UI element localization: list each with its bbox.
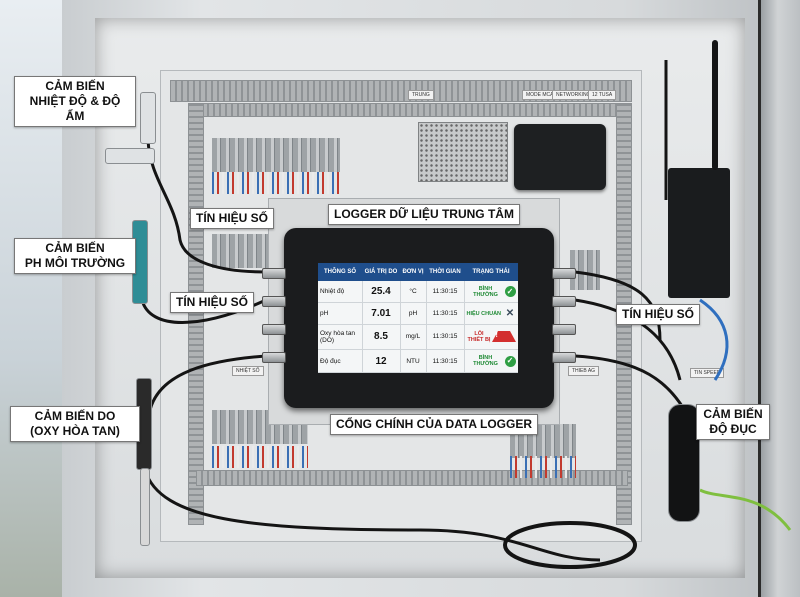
logger-screen: THÔNG SỐ GIÁ TRỊ DO ĐƠN VỊ THỜI GIAN TRẠ…	[318, 263, 518, 373]
row-unit: mg/L	[400, 324, 427, 351]
row-status-cell: HIỆU CHUẨN✕	[464, 302, 518, 325]
label-digital-signal-3: TÍN HIỆU SỐ	[616, 304, 701, 325]
terminal-block-top	[212, 138, 340, 172]
row-unit: °C	[400, 281, 427, 304]
row-param: Oxy hòa tan (DO)	[318, 324, 363, 351]
connector-left-2	[262, 296, 286, 307]
connector-right-2	[552, 296, 576, 307]
table-row: Nhiệt độ 25.4 °C 11:30:15 BÌNH THƯỜNG ✓	[318, 281, 518, 304]
industrial-gateway	[668, 168, 730, 298]
row-value: 12	[362, 349, 401, 373]
connector-left-3	[262, 324, 286, 335]
row-param: pH	[318, 302, 363, 325]
panel-tag-tusa: 12 TUSA	[588, 90, 617, 100]
panel-tag-thieb: THIEB AG	[568, 366, 600, 376]
label-do-sensor: CẢM BIẾN DO (OXY HÒA TAN)	[10, 406, 140, 442]
label-turbidity-sensor: CẢM BIẾN ĐỘ ĐỤC	[696, 404, 770, 440]
row-status-cell: BÌNH THƯỜNG ✓	[464, 349, 518, 373]
antenna	[712, 40, 718, 170]
connector-left-4	[262, 352, 286, 363]
row-value: 25.4	[362, 281, 401, 304]
connector-right-4	[552, 352, 576, 363]
row-status-cell: BÌNH THƯỜNG ✓	[464, 281, 518, 304]
wiring-bottom-left	[212, 446, 308, 468]
connector-left-1	[262, 268, 286, 279]
top-label-strip	[170, 80, 632, 102]
row-time: 11:30:15	[426, 324, 465, 351]
row-status: HIỆU CHUẨN	[466, 310, 502, 317]
row-status-cell: LỖI THIẾT BỊ!	[464, 324, 518, 351]
table-header-row: THÔNG SỐ GIÁ TRỊ DO ĐƠN VỊ THỜI GIAN TRẠ…	[318, 263, 518, 281]
header-parameter: THÔNG SỐ	[318, 263, 362, 281]
warning-icon: !	[491, 331, 516, 343]
wiring-top	[212, 172, 340, 194]
row-param: Độ đục	[318, 349, 363, 373]
upper-wire-duct	[196, 103, 628, 117]
row-time: 11:30:15	[426, 302, 465, 325]
row-value: 7.01	[362, 302, 401, 325]
label-temp-humidity-sensor: CẢM BIẾN NHIỆT ĐỘ & ĐỘ ẨM	[14, 76, 136, 127]
temp-humidity-probe	[140, 92, 156, 144]
wrench-icon: ✕	[505, 307, 515, 319]
label-ph-sensor: CẢM BIẾN PH MÔI TRƯỜNG	[14, 238, 136, 274]
terminal-block-left-mid	[212, 234, 272, 268]
panel-tag-trung: TRUNG	[408, 90, 434, 100]
panel-tag-tin-speed: TIN SPEED	[690, 368, 725, 378]
connector-right-3	[552, 324, 576, 335]
turbidity-probe	[668, 404, 700, 522]
header-status: TRẠNG THÁI	[464, 263, 518, 281]
label-digital-signal-1: TÍN HIỆU SỐ	[190, 208, 275, 229]
check-icon: ✓	[504, 355, 516, 367]
cabinet-door	[758, 0, 800, 597]
power-supply-unit	[418, 122, 508, 182]
connector-right-1	[552, 268, 576, 279]
row-status: BÌNH THƯỜNG	[473, 355, 498, 368]
label-central-logger: LOGGER DỮ LIỆU TRUNG TÂM	[328, 204, 520, 225]
do-probe-tip	[140, 468, 150, 546]
sensor-mount-bracket	[105, 148, 155, 164]
header-unit: ĐƠN VỊ	[400, 263, 426, 281]
panel-tag-nhiet-so: NHIỆT SỐ	[232, 366, 264, 376]
table-row: Độ đục 12 NTU 11:30:15 BÌNH THƯỜNG ✓	[318, 349, 518, 373]
row-unit: pH	[400, 302, 427, 325]
label-digital-signal-2: TÍN HIỆU SỐ	[170, 292, 255, 313]
row-status: LỖI THIẾT BỊ	[467, 330, 491, 343]
header-value: GIÁ TRỊ DO	[362, 263, 400, 281]
check-icon: ✓	[504, 286, 516, 298]
table-row: pH 7.01 pH 11:30:15 HIỆU CHUẨN✕	[318, 302, 518, 325]
label-logger-gateway: CỔNG CHÍNH CỦA DATA LOGGER	[330, 414, 538, 435]
network-router	[514, 124, 606, 190]
row-time: 11:30:15	[426, 281, 465, 304]
wiring-bottom-right	[510, 456, 576, 478]
row-time: 11:30:15	[426, 349, 465, 373]
readings-table: THÔNG SỐ GIÁ TRỊ DO ĐƠN VỊ THỜI GIAN TRẠ…	[318, 263, 518, 373]
table-row: Oxy hòa tan (DO) 8.5 mg/L 11:30:15 LỖI T…	[318, 324, 518, 351]
header-time: THỜI GIAN	[426, 263, 464, 281]
row-value: 8.5	[362, 324, 401, 351]
row-status: BÌNH THƯỜNG	[473, 285, 498, 298]
row-unit: NTU	[400, 349, 427, 373]
row-param: Nhiệt độ	[318, 281, 363, 304]
